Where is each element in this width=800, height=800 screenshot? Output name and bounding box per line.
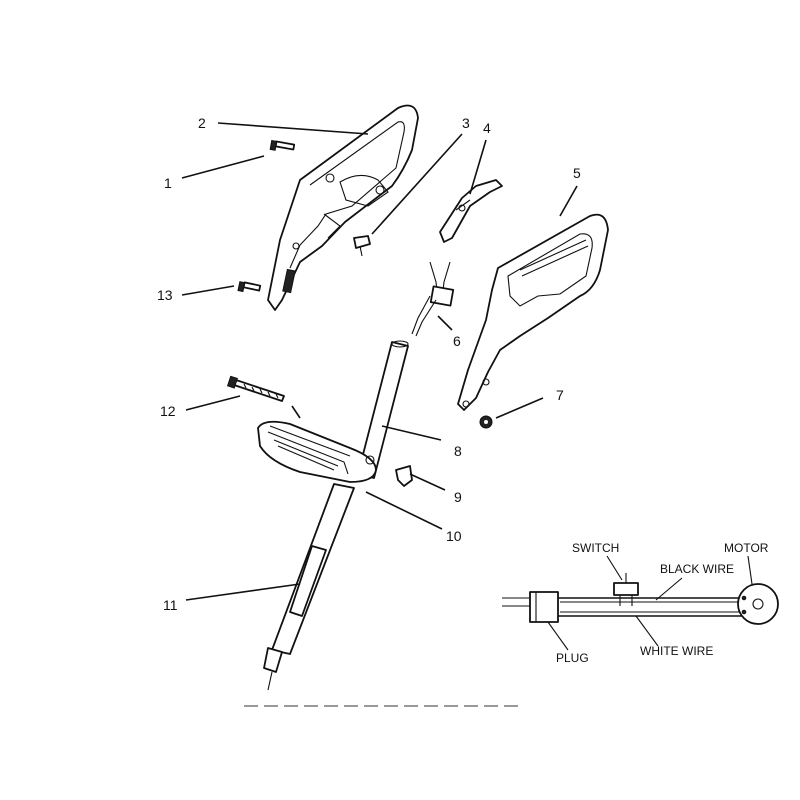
auxiliary-handle [257, 420, 377, 483]
callout-7: 7 [556, 387, 564, 403]
motor-circle [737, 583, 779, 625]
handle-left-half [267, 104, 419, 311]
switch-label: SWITCH [572, 541, 619, 555]
black-wire-label: BLACK WIRE [660, 562, 734, 576]
callout-9: 9 [454, 489, 462, 505]
switch-harness-6 [411, 261, 455, 337]
callout-11: 11 [163, 597, 178, 613]
callout-6: 6 [453, 333, 461, 349]
handle-right-half [457, 213, 609, 411]
screw-13 [237, 281, 262, 293]
callout-4: 4 [483, 120, 491, 136]
label-11 [289, 545, 327, 617]
nut-7 [479, 415, 493, 429]
wiring-schematic: SWITCH BLACK WIRE MOTOR PLUG WHITE WIRE [502, 541, 779, 665]
plug-body [529, 591, 559, 623]
screw-1 [269, 139, 296, 151]
callout-5: 5 [573, 165, 581, 181]
trigger-4 [439, 179, 503, 243]
clip-9 [395, 465, 413, 487]
callout-1: 1 [164, 175, 172, 191]
callout-8: 8 [454, 443, 462, 459]
callout-10: 10 [446, 528, 462, 544]
plug-label: PLUG [556, 651, 589, 665]
callout-13: 13 [157, 287, 173, 303]
callout-12: 12 [160, 403, 176, 419]
callout-3: 3 [462, 115, 470, 131]
switch-box [613, 582, 639, 596]
motor-label: MOTOR [724, 541, 769, 555]
white-wire-label: WHITE WIRE [640, 644, 713, 658]
upper-tube-8 [357, 340, 409, 479]
callout-2: 2 [198, 115, 206, 131]
spring-3 [353, 235, 371, 257]
leader-lines [181, 122, 578, 601]
screw-12 [226, 375, 285, 402]
